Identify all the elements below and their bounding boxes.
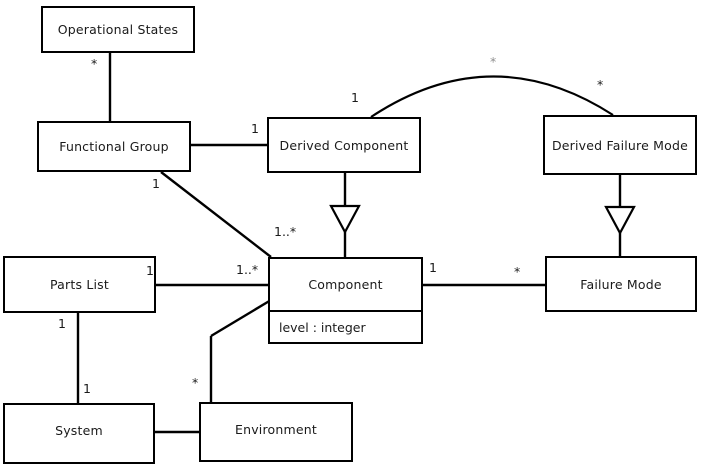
multiplicity-component-top-left: 1..*	[274, 224, 297, 239]
multiplicity-parts-list-bottom: 1	[58, 316, 66, 331]
generalization-triangle-failure-mode	[604, 205, 636, 236]
class-name-system: System	[55, 423, 103, 438]
connector-environment-component-diagonal	[210, 298, 272, 338]
class-name-operational-states: Operational States	[57, 22, 179, 37]
class-box-functional-group[interactable]: Functional Group	[37, 121, 191, 172]
class-name-derived-component: Derived Component	[279, 137, 409, 153]
multiplicity-environment-component: *	[192, 375, 199, 390]
multiplicity-system-top: 1	[83, 381, 91, 396]
class-name-derived-failure-mode: Derived Failure Mode	[551, 137, 689, 153]
generalization-triangle-component	[329, 204, 361, 235]
multiplicity-component-left: 1..*	[236, 262, 259, 277]
class-name-failure-mode: Failure Mode	[580, 276, 662, 292]
multiplicity-arc-apex: *	[490, 54, 497, 69]
class-box-derived-component[interactable]: Derived Component	[267, 117, 421, 173]
multiplicity-parts-list-right: 1	[146, 263, 154, 278]
class-box-derived-failure-mode[interactable]: Derived Failure Mode	[543, 115, 697, 175]
multiplicity-operational-states: *	[91, 56, 98, 71]
class-box-failure-mode[interactable]: Failure Mode	[545, 256, 697, 312]
class-name-functional-group: Functional Group	[59, 139, 169, 154]
class-name-component: Component	[308, 277, 383, 292]
class-name-environment: Environment	[234, 421, 318, 437]
class-name-parts-list: Parts List	[49, 277, 109, 292]
multiplicity-functional-group-bottom: 1	[152, 176, 160, 191]
multiplicity-component-right: 1	[429, 260, 437, 275]
multiplicity-functional-group-derived-component: 1	[251, 121, 259, 136]
class-attribute-component-level: level : integer	[270, 310, 421, 342]
class-box-system[interactable]: System	[3, 403, 155, 464]
multiplicity-derived-component-left: 1	[351, 90, 359, 105]
connector-derived-component-derived-failure-mode-arc	[370, 75, 614, 118]
multiplicity-arc-derived-failure-mode: *	[597, 77, 604, 92]
multiplicity-failure-mode-left: *	[514, 264, 521, 279]
class-box-environment[interactable]: Environment	[199, 402, 353, 462]
class-box-component[interactable]: Component level : integer	[268, 257, 423, 344]
class-box-operational-states[interactable]: Operational States	[41, 6, 195, 53]
connector-functional-group-component	[160, 171, 272, 258]
class-box-parts-list[interactable]: Parts List	[3, 256, 156, 313]
